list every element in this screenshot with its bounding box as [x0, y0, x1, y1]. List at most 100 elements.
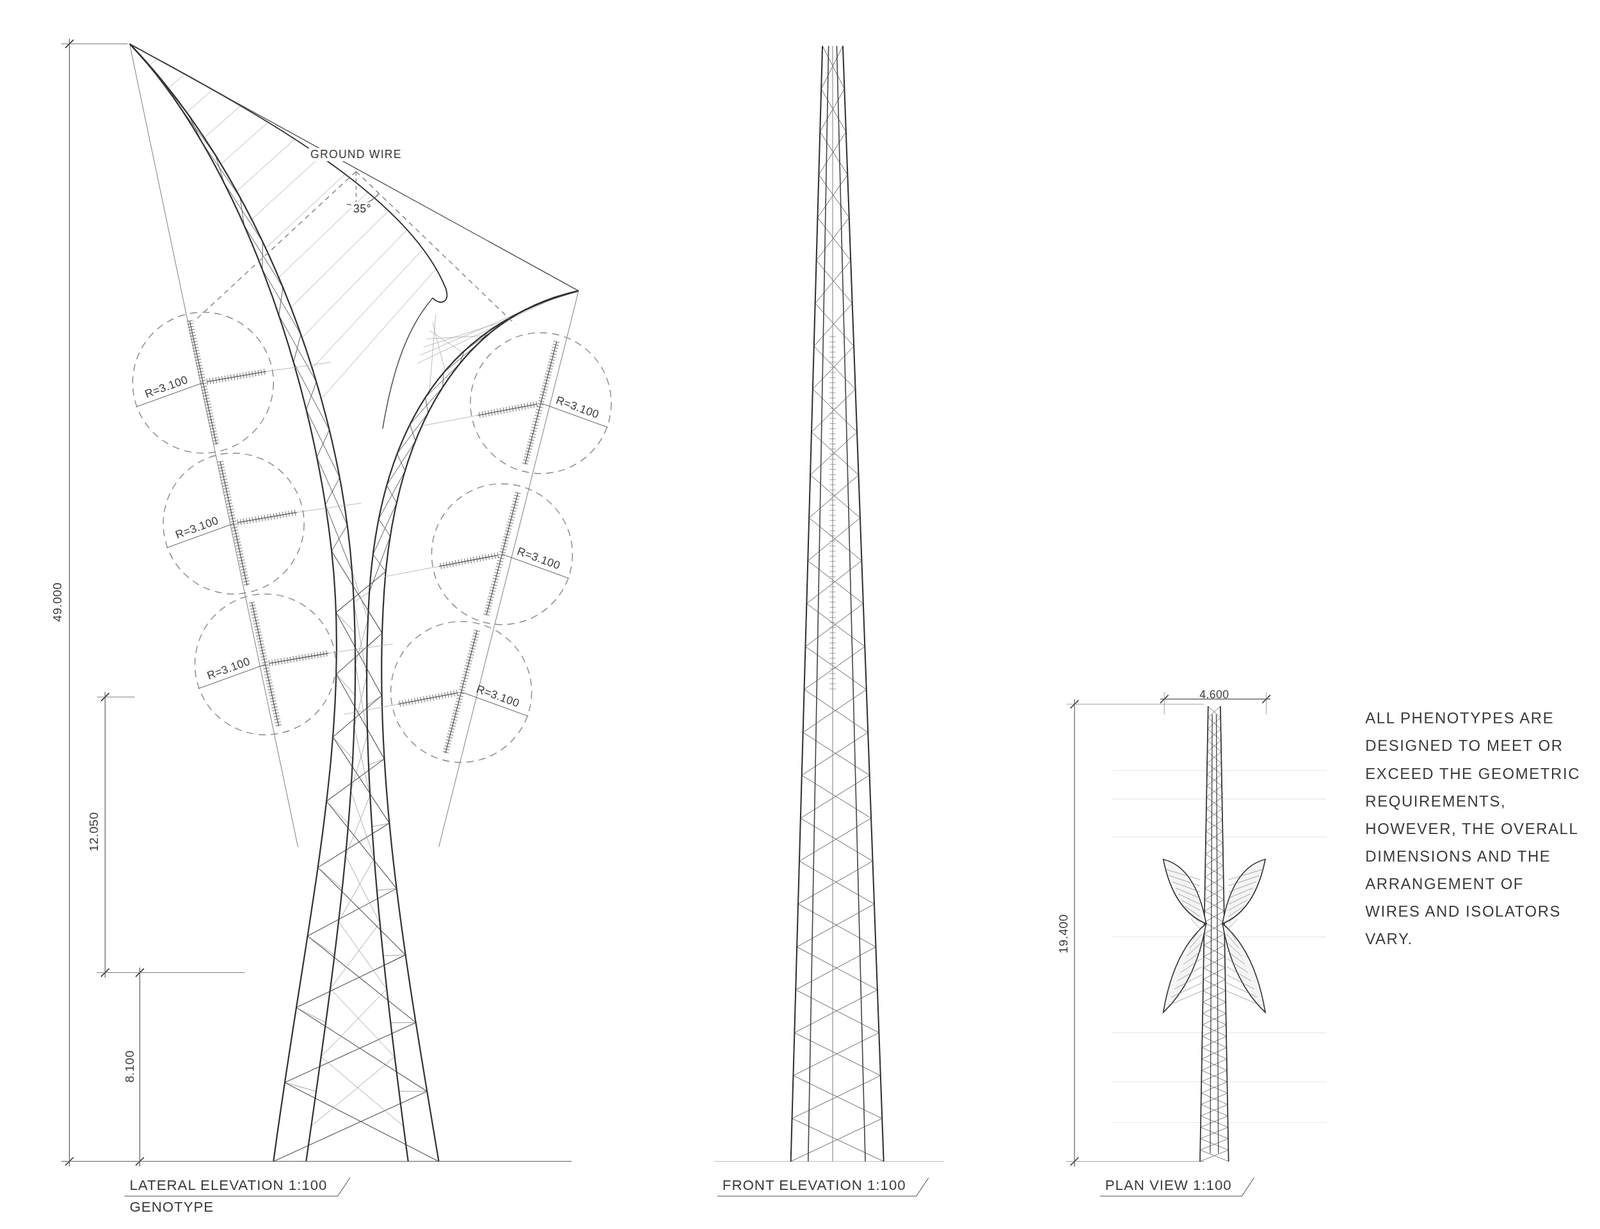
insulator-disc — [442, 751, 449, 753]
insulator-disc — [829, 540, 836, 542]
view-title: PLAN VIEW 1:100 — [1105, 1176, 1232, 1193]
bracing — [284, 1082, 317, 1092]
insulator-disc — [202, 391, 208, 393]
insulator-disc — [204, 403, 211, 406]
insulator-disc — [447, 691, 449, 698]
insulator-disc — [520, 403, 523, 410]
bracing — [1205, 876, 1224, 889]
insulator-disc — [829, 458, 836, 460]
bracing — [1207, 717, 1221, 729]
bracing — [1202, 1002, 1226, 1014]
radius-label: R=3.100 — [474, 682, 522, 710]
bracing — [798, 903, 876, 947]
bracing — [1201, 1104, 1229, 1117]
bracing — [806, 560, 862, 604]
insulator-disc — [227, 508, 234, 511]
bracing — [1207, 751, 1222, 763]
insulator-disc — [462, 677, 468, 679]
insulator-disc — [829, 647, 836, 649]
insulator-disc — [236, 547, 242, 550]
insulator-disc — [500, 548, 507, 550]
insulator-disc — [829, 387, 836, 388]
bracing — [332, 736, 390, 824]
insulator-disc — [497, 408, 499, 415]
insulator-disc — [829, 616, 836, 618]
bracing — [1206, 808, 1223, 820]
grid-line — [1112, 1121, 1327, 1123]
bracing — [817, 217, 851, 261]
insulator-disc — [326, 650, 328, 656]
insulator-disc — [553, 341, 560, 343]
dimension-line — [139, 967, 141, 1167]
insulator-disc — [270, 700, 276, 703]
bracing — [808, 474, 859, 518]
insulator-disc — [198, 373, 205, 376]
extension-line — [61, 43, 128, 45]
clearance-outline — [469, 331, 612, 475]
insulator-disc — [549, 355, 556, 358]
insulator-disc — [829, 576, 836, 577]
insulator-disc — [231, 374, 233, 381]
insulator-disc — [231, 526, 238, 528]
bracing — [355, 664, 368, 735]
bracing — [326, 759, 384, 802]
label-holder: 12.050 — [94, 831, 134, 846]
bracing — [1206, 797, 1223, 809]
support-line — [129, 44, 298, 848]
bracing — [1200, 1115, 1228, 1128]
clearance-circle-line — [132, 312, 274, 454]
bracing — [1202, 1013, 1227, 1025]
insulator-disc — [248, 371, 251, 377]
insulator-disc — [240, 565, 246, 568]
bracing — [383, 954, 406, 956]
insulator-disc — [423, 696, 425, 703]
insulator-disc — [463, 671, 470, 673]
bracing — [1205, 842, 1224, 855]
insulator-disc — [458, 559, 460, 566]
insulator-disc — [536, 408, 543, 411]
insulator-disc — [471, 638, 478, 640]
extension-line — [1066, 1160, 1204, 1162]
insulator-disc — [215, 376, 217, 383]
insulator-disc — [510, 510, 516, 512]
insulator-disc — [408, 698, 410, 705]
insulator-disc — [448, 727, 455, 729]
hatching — [1186, 942, 1202, 957]
tower-top-chord — [129, 44, 447, 303]
bracing — [807, 560, 864, 604]
bracing — [806, 603, 865, 647]
insulator-disc — [204, 401, 210, 403]
bracing — [336, 612, 355, 633]
insulator-disc — [829, 412, 836, 414]
insulator-disc — [829, 642, 836, 644]
insulator-disc — [482, 554, 484, 561]
insulator-disc — [829, 586, 836, 587]
insulator-disc — [829, 423, 836, 424]
insulator-disc — [829, 469, 836, 470]
bracing — [1205, 853, 1224, 866]
hatching — [1228, 906, 1245, 917]
bracing — [1207, 705, 1220, 718]
bracing — [812, 389, 857, 432]
insulator-disc — [238, 560, 245, 562]
bracing — [307, 888, 397, 936]
insulator-disc — [266, 682, 272, 685]
bracing — [799, 817, 872, 861]
clearance-circle-line — [470, 332, 612, 474]
insulator-disc — [829, 606, 836, 608]
angle-leader — [193, 171, 357, 322]
bracing — [1202, 1024, 1227, 1037]
insulator-disc — [296, 655, 298, 662]
bracing — [1201, 1093, 1228, 1105]
dimension-line — [104, 691, 106, 978]
extension-line — [1265, 691, 1267, 715]
insulator-disc — [545, 373, 552, 376]
insulator-disc — [546, 368, 553, 370]
hatching — [1226, 942, 1242, 957]
insulator-disc — [455, 704, 461, 706]
insulator-disc — [256, 634, 262, 637]
insulator-disc — [221, 376, 223, 383]
insulator-disc — [535, 412, 541, 414]
insulator-disc — [443, 562, 445, 569]
insulator-disc — [197, 368, 203, 370]
